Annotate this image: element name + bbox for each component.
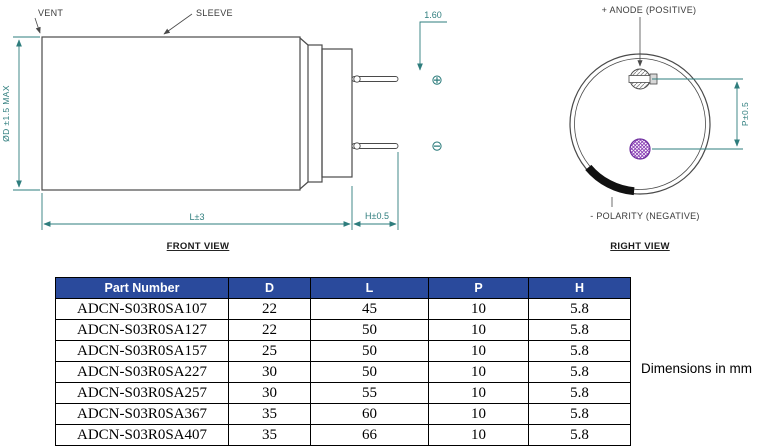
capacitor-drawing: VENT SLEEVE ØD ±1.5 MAX 1.60 ⊕ ⊖ L±3	[1, 5, 750, 252]
cell-part-number: ADCN-S03R0SA257	[55, 382, 229, 404]
cell-h: 5.8	[528, 361, 631, 383]
polarity-stripe-mark	[585, 164, 635, 196]
header-d: D	[228, 277, 311, 299]
header-h: H	[528, 277, 631, 299]
table-row: ADCN-S03R0SA407 35 66 10 5.8	[55, 424, 631, 446]
units-note: Dimensions in mm	[641, 361, 753, 376]
pitch-dim-label: P±0.5	[740, 102, 750, 126]
cell-d: 22	[228, 319, 311, 341]
cell-d: 22	[228, 298, 311, 320]
diameter-dimension: ØD ±1.5 MAX	[1, 36, 40, 191]
cell-h: 5.8	[528, 319, 631, 341]
can-body	[41, 36, 301, 191]
can-terminal-disc	[321, 48, 353, 178]
table-row: ADCN-S03R0SA127 22 50 10 5.8	[55, 319, 631, 341]
cell-part-number: ADCN-S03R0SA107	[55, 298, 229, 320]
cell-h: 5.8	[528, 424, 631, 446]
cell-l: 50	[310, 319, 429, 341]
can-sleeve-end	[307, 44, 323, 183]
cell-d: 30	[228, 382, 311, 404]
table-row: ADCN-S03R0SA257 30 55 10 5.8	[55, 382, 631, 404]
cell-l: 55	[310, 382, 429, 404]
negative-lead	[351, 142, 399, 150]
cell-part-number: ADCN-S03R0SA227	[55, 361, 229, 383]
front-view-caption: FRONT VIEW	[167, 241, 230, 252]
cell-l: 50	[310, 361, 429, 383]
cell-part-number: ADCN-S03R0SA157	[55, 340, 229, 362]
table-row: ADCN-S03R0SA227 30 50 10 5.8	[55, 361, 631, 383]
dimensions-table: Part Number D L P H ADCN-S03R0SA107 22 4…	[55, 277, 631, 446]
cell-h: 5.8	[528, 298, 631, 320]
front-view: VENT SLEEVE ØD ±1.5 MAX 1.60 ⊕ ⊖ L±3	[1, 8, 447, 252]
table-row: ADCN-S03R0SA107 22 45 10 5.8	[55, 298, 631, 320]
cell-p: 10	[428, 403, 529, 425]
cell-part-number: ADCN-S03R0SA367	[55, 403, 229, 425]
cell-p: 10	[428, 361, 529, 383]
right-view: + ANODE (POSITIVE) - POLARITY (NEGATIVE)…	[569, 5, 750, 252]
cell-d: 35	[228, 424, 311, 446]
positive-lead	[351, 75, 399, 83]
length-dim-label: L±3	[190, 212, 205, 222]
sleeve-leader-line	[163, 13, 193, 35]
cathode-terminal	[629, 138, 651, 160]
pitch-dimension: P±0.5	[652, 78, 750, 150]
lead-diameter-dim-label: 1.60	[424, 10, 442, 20]
table-row: ADCN-S03R0SA367 35 60 10 5.8	[55, 403, 631, 425]
diameter-dim-label: ØD ±1.5 MAX	[1, 85, 11, 142]
cell-d: 35	[228, 403, 311, 425]
header-l: L	[310, 277, 429, 299]
right-view-caption: RIGHT VIEW	[610, 241, 669, 252]
positive-terminal-icon: ⊕	[431, 72, 443, 88]
lead-length-dim-label: H±0.5	[365, 211, 389, 221]
cell-p: 10	[428, 298, 529, 320]
vent-leader-line	[34, 17, 41, 34]
cell-h: 5.8	[528, 340, 631, 362]
header-p: P	[428, 277, 529, 299]
cell-d: 25	[228, 340, 311, 362]
cell-p: 10	[428, 382, 529, 404]
cell-l: 50	[310, 340, 429, 362]
table-header-row: Part Number D L P H	[55, 277, 631, 299]
cell-l: 66	[310, 424, 429, 446]
sleeve-label: SLEEVE	[196, 8, 233, 18]
can-crimp	[299, 37, 309, 190]
anode-label: + ANODE (POSITIVE)	[602, 5, 697, 15]
cell-p: 10	[428, 319, 529, 341]
cell-p: 10	[428, 424, 529, 446]
table-row: ADCN-S03R0SA157 25 50 10 5.8	[55, 340, 631, 362]
length-dimension: L±3	[41, 186, 353, 230]
vent-label: VENT	[38, 8, 63, 18]
cell-h: 5.8	[528, 403, 631, 425]
cell-l: 45	[310, 298, 429, 320]
lead-length-dimension: H±0.5	[353, 152, 399, 230]
cell-part-number: ADCN-S03R0SA127	[55, 319, 229, 341]
cell-p: 10	[428, 340, 529, 362]
cell-d: 30	[228, 361, 311, 383]
cell-l: 60	[310, 403, 429, 425]
header-part-number: Part Number	[55, 277, 229, 299]
cell-part-number: ADCN-S03R0SA407	[55, 424, 229, 446]
negative-terminal-icon: ⊖	[431, 138, 443, 154]
cell-h: 5.8	[528, 382, 631, 404]
lead-diameter-dimension: 1.60	[417, 10, 447, 71]
polarity-label: - POLARITY (NEGATIVE)	[590, 211, 699, 221]
